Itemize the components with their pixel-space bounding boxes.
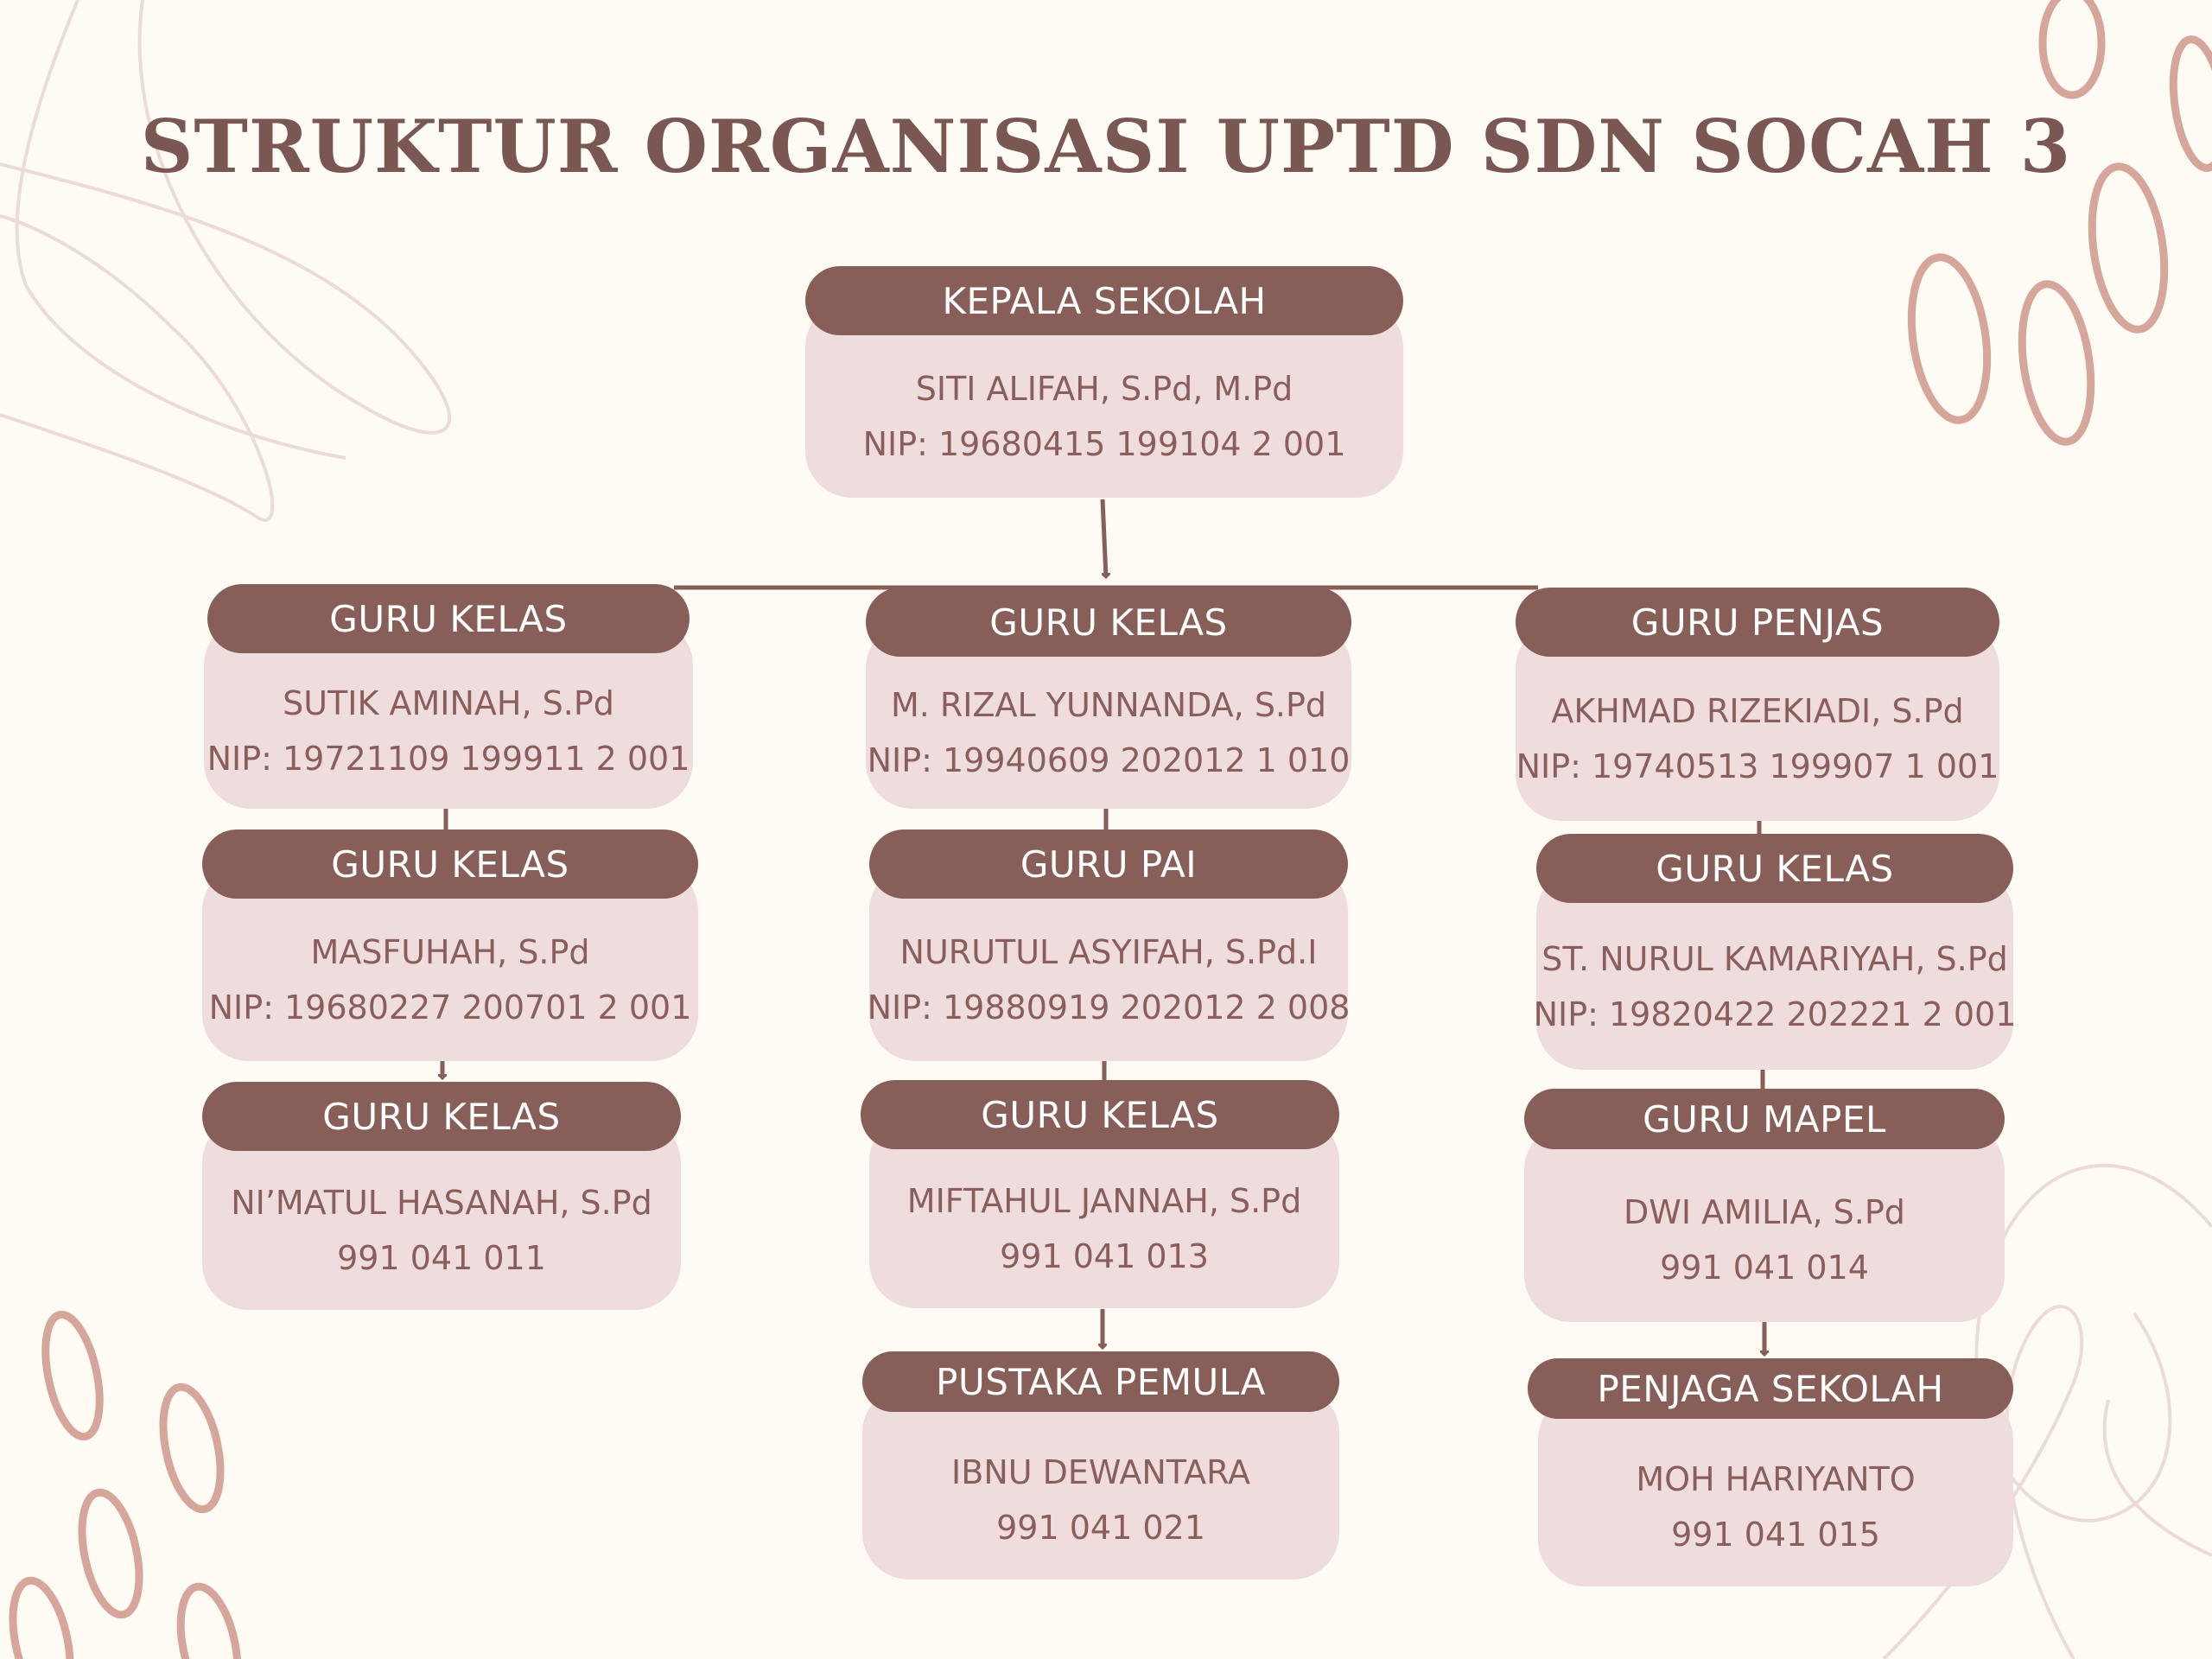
node-id: NIP: 19680415 199104 2 001 — [862, 425, 1346, 463]
node-card: IBNU DEWANTARA 991 041 021 — [862, 1386, 1339, 1580]
node-name: SITI ALIFAH, S.Pd, M.Pd — [915, 370, 1294, 408]
org-node: DWI AMILIA, S.Pd 991 041 014 GURU MAPEL — [1524, 1089, 2005, 1322]
node-name: AKHMAD RIZEKIADI, S.Pd — [1551, 692, 1964, 730]
node-id: 991 041 015 — [1671, 1516, 1880, 1554]
node-role: GURU KELAS — [202, 830, 698, 899]
node-name: MOH HARIYANTO — [1636, 1460, 1916, 1498]
deco-line-1 — [0, 0, 452, 435]
node-role: KEPALA SEKOLAH — [805, 266, 1403, 335]
node-role: GURU KELAS — [202, 1082, 681, 1151]
org-node: NI’MATUL HASANAH, S.Pd 991 041 011 GURU … — [202, 1082, 681, 1310]
node-id: NIP: 19880919 202012 2 008 — [867, 988, 1351, 1027]
deco-loop-7 — [159, 1382, 225, 1514]
node-id: 991 041 014 — [1660, 1249, 1869, 1287]
node-role: GURU KELAS — [861, 1080, 1339, 1149]
node-name: NI’MATUL HASANAH, S.Pd — [231, 1184, 652, 1222]
node-role: GURU KELAS — [1536, 834, 2013, 903]
connector-head-to-bus — [1100, 499, 1106, 577]
org-node: NURUTUL ASYIFAH, S.Pd.I NIP: 19880919 20… — [867, 830, 1351, 1061]
deco-loop-8 — [78, 1488, 143, 1619]
deco-line-2 — [0, 214, 275, 522]
node-name: M. RIZAL YUNNANDA, S.Pd — [890, 686, 1327, 724]
deco-loop-10 — [176, 1582, 242, 1659]
node-id: 991 041 011 — [337, 1239, 546, 1277]
node-card: MOH HARIYANTO 991 041 015 — [1538, 1393, 2013, 1586]
org-node: SUTIK AMINAH, S.Pd NIP: 19721109 199911 … — [204, 584, 693, 809]
deco-loop-1 — [2038, 0, 2106, 99]
node-role: GURU KELAS — [207, 584, 690, 653]
deco-loop-4 — [2018, 280, 2095, 446]
deco-loop-9 — [9, 1576, 74, 1659]
node-name: NURUTUL ASYIFAH, S.Pd.I — [899, 933, 1318, 971]
node-role: GURU KELAS — [866, 588, 1351, 657]
chart-title: STRUKTUR ORGANISASI UPTD SDN SOCAH 3 — [140, 104, 2072, 189]
node-name: MIFTAHUL JANNAH, S.Pd — [906, 1182, 1302, 1220]
node-id: NIP: 19680227 200701 2 001 — [208, 988, 692, 1027]
node-role: GURU PAI — [869, 830, 1348, 899]
deco-line-6 — [2102, 1399, 2212, 1557]
node-id: NIP: 19820422 202221 2 001 — [1533, 995, 2017, 1033]
deco-loop-6 — [41, 1310, 104, 1441]
node-name: SUTIK AMINAH, S.Pd — [283, 684, 614, 722]
node-id: NIP: 19940609 202012 1 010 — [867, 741, 1351, 779]
node-role: GURU PENJAS — [1516, 588, 1999, 657]
deco-loop-2 — [2169, 35, 2212, 172]
node-name: ST. NURUL KAMARIYAH, S.Pd — [1541, 939, 2008, 978]
node-role: PENJAGA SEKOLAH — [1528, 1358, 2013, 1419]
org-node: MIFTAHUL JANNAH, S.Pd 991 041 013 GURU K… — [861, 1080, 1339, 1308]
org-node: AKHMAD RIZEKIADI, S.Pd NIP: 19740513 199… — [1516, 588, 1999, 821]
node-name: MASFUHAH, S.Pd — [310, 933, 590, 971]
deco-loop-3 — [1907, 253, 1992, 424]
node-id: 991 041 021 — [996, 1509, 1205, 1547]
node-card: DWI AMILIA, S.Pd 991 041 014 — [1524, 1123, 2005, 1322]
node-role: GURU MAPEL — [1524, 1089, 2005, 1149]
deco-line-3 — [15, 0, 346, 460]
node-name: IBNU DEWANTARA — [951, 1453, 1250, 1491]
node-name: DWI AMILIA, S.Pd — [1624, 1193, 1905, 1231]
deco-loop-5 — [2088, 162, 2169, 334]
node-id: NIP: 19721109 199911 2 001 — [207, 740, 690, 778]
org-node-kepala-sekolah: SITI ALIFAH, S.Pd, M.Pd NIP: 19680415 19… — [805, 266, 1403, 498]
node-id: NIP: 19740513 199907 1 001 — [1516, 747, 1999, 785]
node-role: PUSTAKA PEMULA — [862, 1351, 1339, 1412]
node-id: 991 041 013 — [1000, 1237, 1209, 1275]
org-node: ST. NURUL KAMARIYAH, S.Pd NIP: 19820422 … — [1534, 834, 2016, 1070]
org-node: M. RIZAL YUNNANDA, S.Pd NIP: 19940609 20… — [866, 588, 1351, 809]
org-node: MOH HARIYANTO 991 041 015 PENJAGA SEKOLA… — [1528, 1358, 2013, 1586]
org-node: IBNU DEWANTARA 991 041 021 PUSTAKA PEMUL… — [862, 1351, 1339, 1580]
org-node: MASFUHAH, S.Pd NIP: 19680227 200701 2 00… — [202, 830, 698, 1061]
